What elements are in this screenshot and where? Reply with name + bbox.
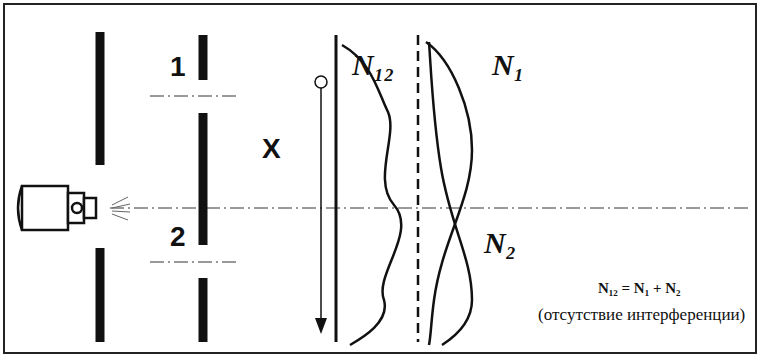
- frame: [4, 4, 756, 353]
- note-text: (отсутствие интерференции): [538, 306, 745, 325]
- curve-label: N₂: [484, 226, 516, 259]
- single-slit-curve: [429, 42, 472, 345]
- screen-wall: [96, 248, 105, 342]
- formula-note: N₁₂ = N₁ + N₂: [598, 280, 681, 297]
- x-axis-arrow: [320, 88, 322, 328]
- detector: [315, 76, 327, 88]
- arrow-head: [315, 318, 327, 334]
- observation-screen: [335, 35, 338, 342]
- slit-number: 2: [170, 222, 186, 253]
- curve-label: N₁: [492, 48, 524, 81]
- slit-screen: [199, 113, 208, 245]
- single-slit-curve: [426, 42, 472, 345]
- slit-number: 1: [170, 52, 186, 83]
- screen-wall: [96, 32, 105, 165]
- slit-axis: [150, 96, 240, 97]
- curve-label: N₁₂: [352, 48, 395, 81]
- beam-rays: [112, 197, 130, 220]
- slit-screen: [199, 278, 208, 342]
- slit-axis: [150, 262, 240, 263]
- interference-curve: [342, 45, 401, 345]
- slit-screen: [199, 35, 208, 80]
- axis-label: X: [262, 134, 281, 165]
- electron-gun: [18, 186, 96, 230]
- screen-dashed: [417, 35, 420, 342]
